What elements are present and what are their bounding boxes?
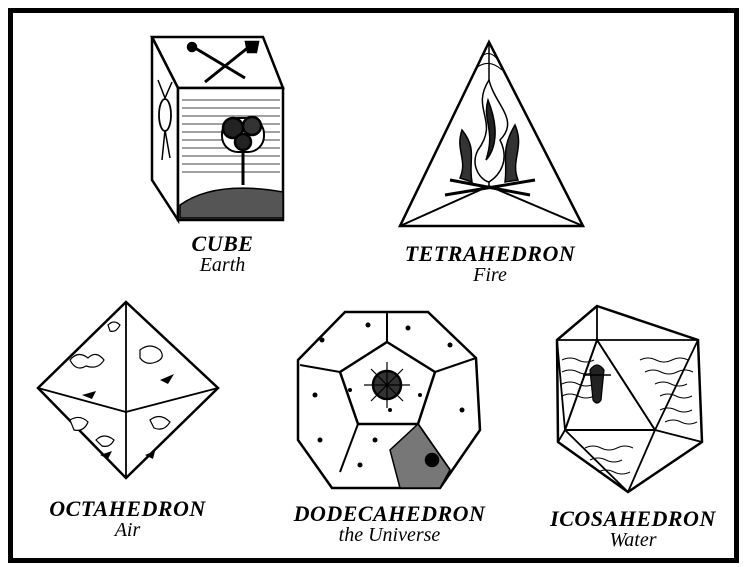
solid-name: ICOSAHEDRON — [543, 507, 723, 530]
dodecahedron-drawing — [298, 312, 480, 488]
element-name: the Universe — [282, 525, 497, 546]
solid-name: TETRAHEDRON — [395, 242, 585, 265]
tetrahedron-drawing — [400, 42, 583, 226]
icosahedron-drawing — [557, 306, 702, 492]
solid-name: DODECAHEDRON — [282, 502, 497, 525]
caption-icosahedron: ICOSAHEDRON Water — [543, 507, 723, 551]
solid-name: OCTAHEDRON — [30, 497, 225, 520]
caption-dodecahedron: DODECAHEDRON the Universe — [282, 502, 497, 546]
element-name: Fire — [395, 265, 585, 286]
caption-cube: CUBE Earth — [150, 232, 295, 276]
element-name: Earth — [150, 255, 295, 276]
element-name: Air — [30, 520, 225, 541]
element-name: Water — [543, 530, 723, 551]
caption-octahedron: OCTAHEDRON Air — [30, 497, 225, 541]
octahedron-drawing — [38, 302, 218, 478]
caption-tetrahedron: TETRAHEDRON Fire — [395, 242, 585, 286]
solid-name: CUBE — [150, 232, 295, 255]
cube-drawing — [152, 37, 283, 220]
